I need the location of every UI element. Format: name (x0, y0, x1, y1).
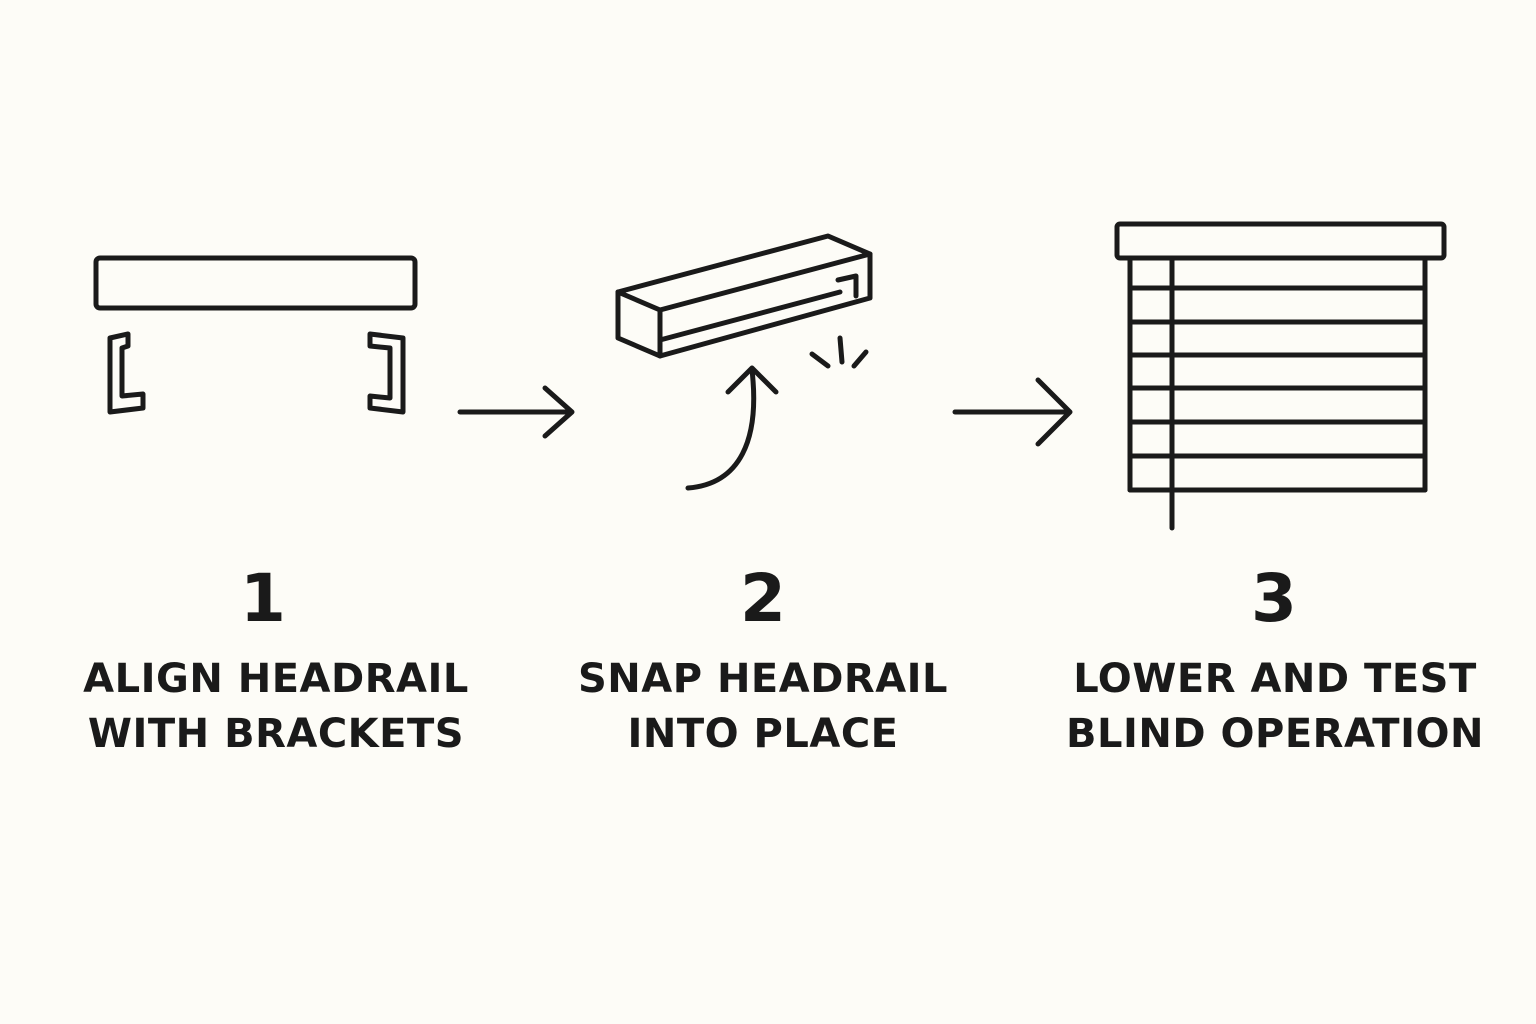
step-1-caption-line-2: WITH BRACKETS (87, 711, 465, 757)
blind-slats (1127, 285, 1428, 459)
blind-headrail (1114, 221, 1447, 261)
blind-icon (1114, 221, 1447, 531)
headrail-bar (93, 255, 418, 311)
headrail-inner-lip (657, 289, 843, 343)
curved-arrow-head (725, 365, 779, 395)
step-1-number: 1 (240, 560, 286, 637)
arrow-right-icon (952, 377, 1073, 447)
step-1-caption: ALIGN HEADRAIL WITH BRACKETS (46, 652, 506, 762)
right-bracket (367, 331, 406, 415)
step-2-number: 2 (740, 560, 786, 637)
headrail-box (615, 233, 873, 359)
step-3-caption: LOWER AND TEST BLIND OPERATION (1045, 652, 1505, 762)
snap-burst-icon (809, 335, 869, 369)
left-bracket (107, 331, 146, 415)
headrail-end-notch (835, 273, 859, 299)
step-3-caption-line-1: LOWER AND TEST (1073, 656, 1477, 702)
arrow-right-icon (457, 385, 575, 439)
step-2-caption-line-1: SNAP HEADRAIL (577, 656, 949, 702)
step-3-caption-line-2: BLIND OPERATION (1066, 711, 1484, 757)
step-2-caption-line-2: INTO PLACE (627, 711, 899, 757)
headrail-with-brackets-icon (93, 255, 418, 415)
step-3-number: 3 (1251, 560, 1297, 637)
step-2-caption: SNAP HEADRAIL INTO PLACE (533, 652, 993, 762)
curved-up-arrow-icon (685, 367, 757, 491)
step-1-caption-line-1: ALIGN HEADRAIL (83, 656, 469, 702)
headrail-snap-icon (615, 233, 873, 491)
